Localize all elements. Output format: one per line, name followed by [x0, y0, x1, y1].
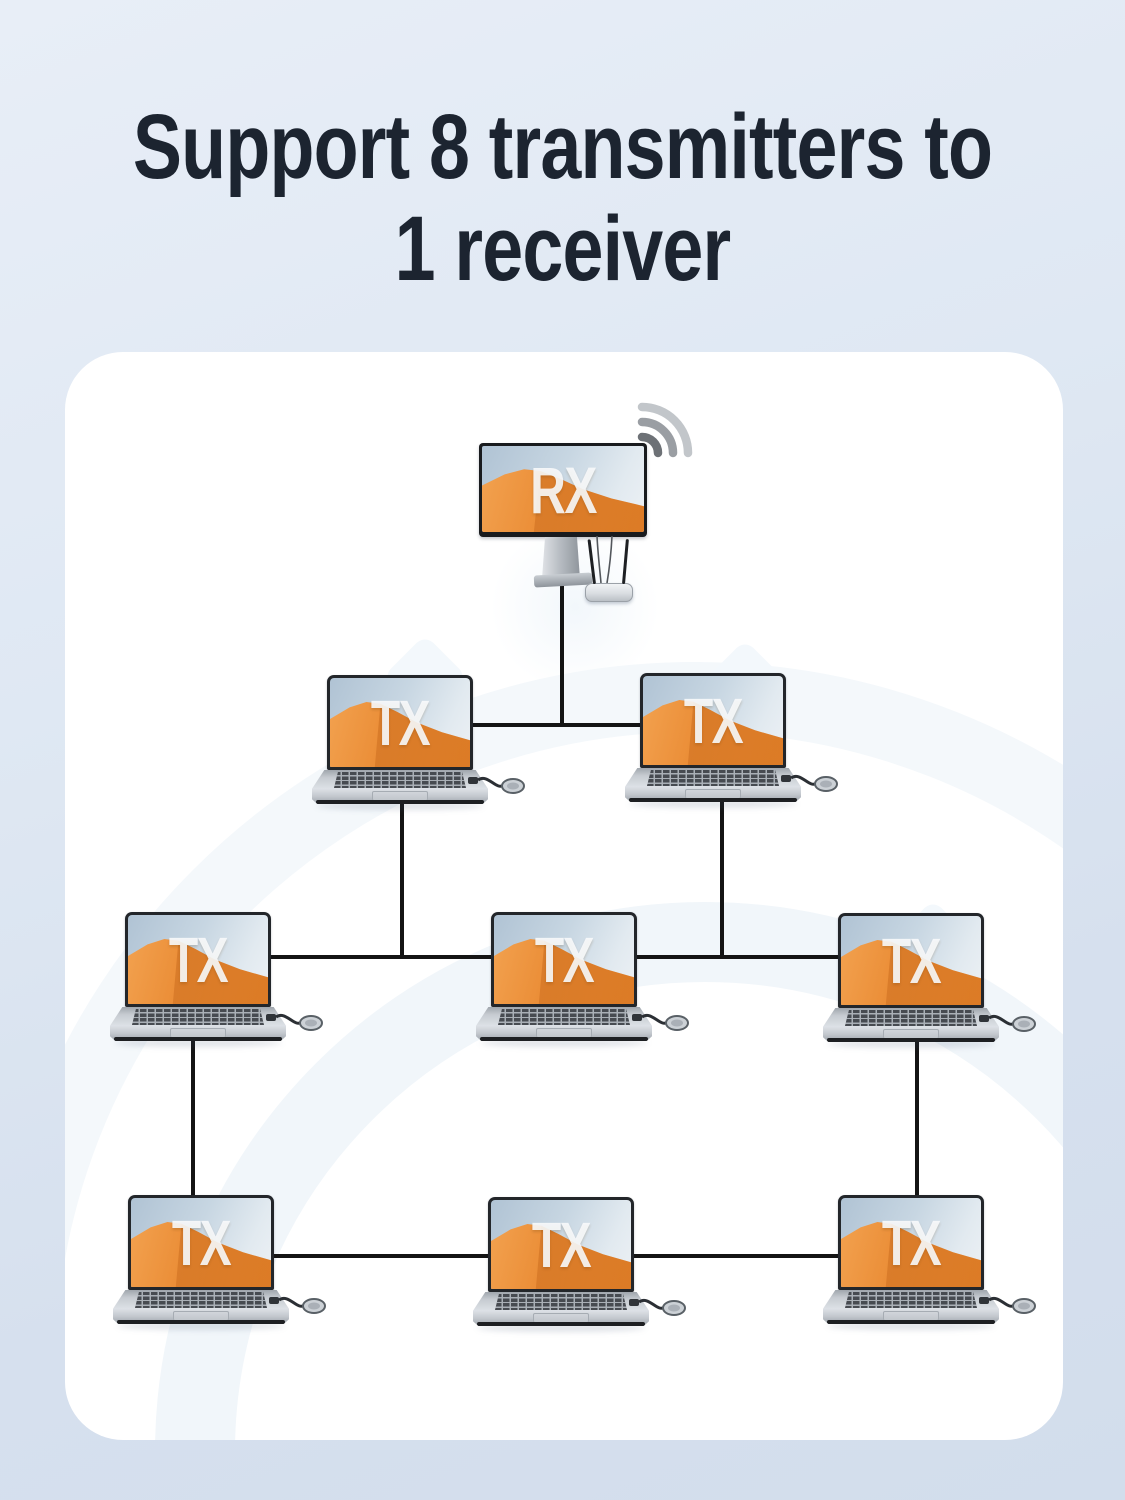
keyboard	[845, 1010, 977, 1026]
connection-line	[915, 1034, 919, 1199]
page-title: Support 8 transmitters to 1 receiver	[113, 96, 1013, 300]
tx-label: TX	[531, 1208, 592, 1281]
laptop-base	[473, 1292, 649, 1326]
receiver-antenna	[622, 539, 629, 585]
desktop-wallpaper	[131, 1198, 271, 1287]
laptop-screen: TX	[491, 912, 637, 1007]
touchpad	[883, 1311, 939, 1321]
laptop-screen: TX	[488, 1197, 634, 1292]
laptop-screen: TX	[128, 1195, 274, 1290]
laptop-base	[110, 1007, 286, 1041]
laptop-base	[823, 1008, 999, 1042]
tx-laptop-7: TX	[473, 1195, 686, 1345]
title-line-1: Support 8 transmitters to	[132, 96, 993, 198]
connection-line	[720, 796, 724, 959]
keyboard	[845, 1292, 977, 1308]
connection-line	[633, 955, 842, 959]
connection-line	[266, 1254, 492, 1258]
laptop-screen: TX	[640, 673, 786, 768]
transmitter-dongle	[468, 776, 525, 794]
tx-laptop-3: TX	[110, 910, 323, 1060]
tx-label: TX	[168, 923, 229, 996]
touchpad	[372, 791, 428, 801]
title-line-2: 1 receiver	[394, 198, 732, 300]
laptop-base	[625, 768, 801, 802]
laptop-screen: TX	[838, 913, 984, 1008]
transmitter-dongle	[979, 1014, 1036, 1032]
tx-laptop-6: TX	[113, 1193, 326, 1343]
monitor-stand	[542, 537, 580, 579]
tx-laptop-2: TX	[625, 671, 838, 821]
tx-label: TX	[534, 923, 595, 996]
laptop-base	[476, 1007, 652, 1041]
keyboard	[132, 1009, 264, 1025]
desktop-wallpaper	[494, 915, 634, 1004]
touchpad	[883, 1029, 939, 1039]
touchpad	[533, 1313, 589, 1323]
monitor-screen: RX	[479, 443, 647, 537]
receiver-wires	[596, 536, 613, 584]
rx-monitor: RX	[470, 402, 730, 618]
connection-line	[629, 1254, 842, 1258]
laptop-screen: TX	[327, 675, 473, 770]
keyboard	[135, 1292, 267, 1308]
touchpad	[536, 1028, 592, 1038]
laptop-base	[823, 1290, 999, 1324]
tx-laptop-1: TX	[312, 673, 525, 823]
desktop-wallpaper	[330, 678, 470, 767]
desktop-wallpaper	[491, 1200, 631, 1289]
keyboard	[647, 770, 779, 786]
keyboard	[498, 1009, 630, 1025]
laptop-screen: TX	[838, 1195, 984, 1290]
touchpad	[173, 1311, 229, 1321]
rx-label: RX	[530, 453, 597, 527]
laptop-screen: TX	[125, 912, 271, 1007]
transmitter-dongle	[781, 774, 838, 792]
transmitter-dongle	[266, 1013, 323, 1031]
connection-line-rx	[560, 586, 564, 727]
tx-laptop-5: TX	[823, 911, 1036, 1061]
tx-label: TX	[683, 684, 744, 757]
keyboard	[495, 1294, 627, 1310]
connection-line-row2	[471, 723, 644, 727]
wifi-signal-icon	[637, 402, 693, 458]
desktop-wallpaper	[128, 915, 268, 1004]
keyboard	[334, 772, 466, 788]
tx-label: TX	[881, 924, 942, 997]
tx-laptop-4: TX	[476, 910, 689, 1060]
desktop-wallpaper	[841, 916, 981, 1005]
tx-label: TX	[370, 686, 431, 759]
desktop-wallpaper	[482, 446, 644, 532]
transmitter-dongle	[629, 1298, 686, 1316]
transmitter-dongle	[632, 1013, 689, 1031]
connection-line	[191, 1034, 195, 1199]
receiver-box	[585, 539, 633, 602]
laptop-base	[113, 1290, 289, 1324]
desktop-wallpaper	[643, 676, 783, 765]
tx-label: TX	[881, 1206, 942, 1279]
laptop-base	[312, 770, 488, 804]
connection-line	[400, 796, 404, 959]
transmitter-dongle	[979, 1296, 1036, 1314]
connection-line	[266, 955, 494, 959]
touchpad	[685, 789, 741, 799]
transmitter-dongle	[269, 1296, 326, 1314]
tx-label: TX	[171, 1206, 232, 1279]
tx-laptop-8: TX	[823, 1193, 1036, 1343]
desktop-wallpaper	[841, 1198, 981, 1287]
monitor-stand-foot	[533, 572, 593, 588]
touchpad	[170, 1028, 226, 1038]
